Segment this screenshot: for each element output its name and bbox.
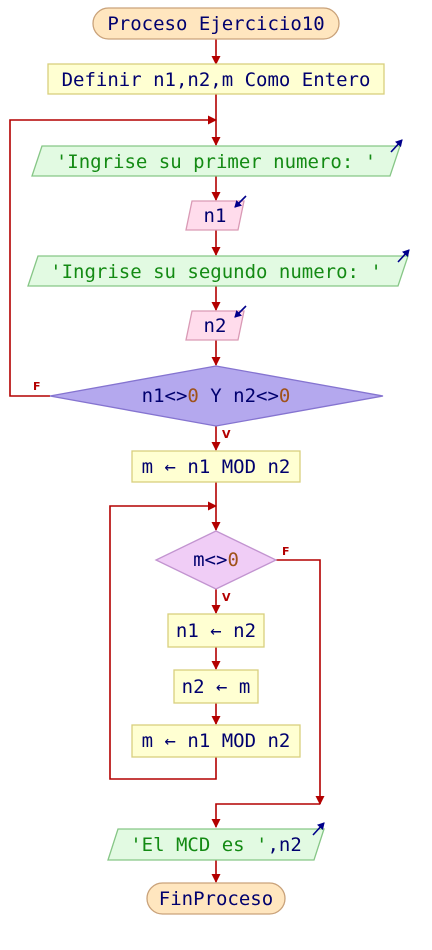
input-arrow-icon [234, 305, 247, 318]
input2-label: n2 [204, 315, 227, 337]
assign2-label: n1 ← n2 [176, 620, 256, 642]
end-label: FinProceso [159, 888, 273, 910]
cond2-true-label: V [222, 591, 231, 604]
output-mcd-result: 'El MCD es ',n2 [107, 822, 325, 861]
input-arrow-icon [234, 195, 247, 208]
assign-m-mod: m ← n1 MOD n2 [131, 450, 301, 483]
flow-cond1-false-loop-back [9, 115, 217, 397]
flow-cond2-false-exit [276, 559, 325, 805]
cond1-label: n1<>0 Y n2<>0 [142, 385, 291, 407]
cond2-false-label: F [282, 545, 290, 558]
start-label: Proceso Ejercicio10 [107, 13, 324, 35]
output-arrow-icon [397, 249, 410, 263]
cond2-label: m<>0 [193, 549, 239, 571]
output3-label: 'El MCD es ',n2 [130, 834, 302, 856]
assign3-label: n2 ← m [182, 676, 251, 698]
output1-label: 'Ingrise su primer numero: ' [56, 151, 376, 173]
output-arrow-icon [312, 822, 325, 836]
assign4-label: m ← n1 MOD n2 [142, 730, 291, 752]
start-terminal: Proceso Ejercicio10 [92, 7, 340, 40]
flow-loop2-back [109, 501, 217, 780]
flow-join-to-output3 [211, 803, 320, 828]
output2-label: 'Ingrise su segundo numero: ' [50, 261, 382, 283]
input-n1: n1 [185, 195, 247, 231]
assign-n2-m: n2 ← m [173, 669, 259, 704]
decision-n1-n2-nonzero: n1<>0 Y n2<>0 [49, 365, 384, 427]
cond1-false-label: F [33, 380, 41, 393]
input1-label: n1 [204, 205, 227, 227]
decision-m-nonzero: m<>0 [154, 530, 278, 590]
output-first-number-prompt: 'Ingrise su primer numero: ' [31, 139, 403, 177]
output-second-number-prompt: 'Ingrise su segundo numero: ' [27, 249, 410, 287]
define-process: Definir n1,n2,m Como Entero [47, 63, 385, 95]
output-arrow-icon [390, 139, 403, 153]
assign-n1-n2: n1 ← n2 [167, 613, 265, 648]
define-label: Definir n1,n2,m Como Entero [62, 69, 371, 91]
end-terminal: FinProceso [146, 882, 286, 915]
assign1-label: m ← n1 MOD n2 [142, 456, 291, 478]
cond1-true-label: V [222, 428, 231, 441]
input-n2: n2 [185, 305, 247, 341]
assign-m-mod-loop: m ← n1 MOD n2 [131, 724, 301, 758]
